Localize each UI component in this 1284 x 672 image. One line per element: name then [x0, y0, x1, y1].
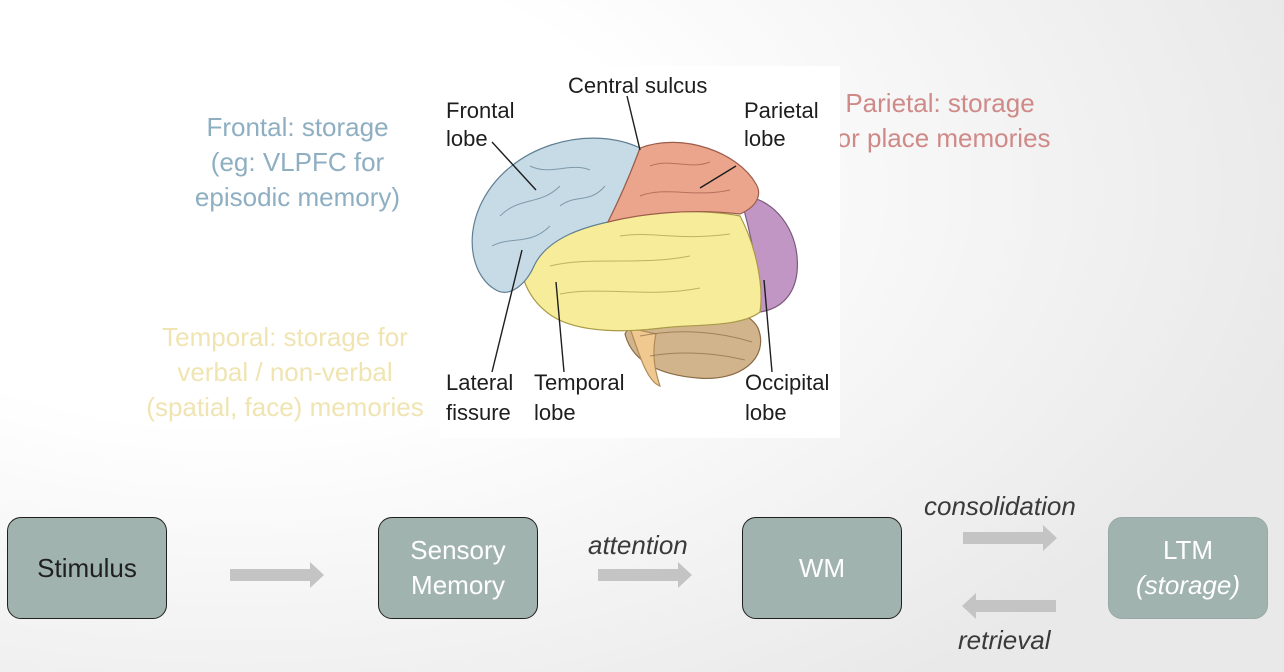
brain-diagram: Frontal lobe Central sulcus Parietal lob…: [440, 66, 840, 438]
parietal-note-line-1: Parietal: storage: [845, 88, 1035, 118]
sensory-label-2: Memory: [411, 570, 505, 600]
parietal-lobe-region: [606, 141, 760, 223]
parietal-lobe-label-1: Parietal: [744, 98, 819, 123]
sensory-label-1: Sensory: [410, 535, 506, 565]
occipital-lobe-label-2: lobe: [745, 400, 787, 425]
attention-arrow: [598, 562, 692, 588]
working-memory-box: WM: [742, 517, 902, 619]
frontal-note-line-1: Frontal: storage: [206, 112, 389, 142]
ltm-storage-label: (storage): [1135, 570, 1241, 600]
consolidation-arrow: [963, 525, 1057, 551]
stimulus-box: Stimulus: [7, 517, 167, 619]
temporal-note-line-2: verbal / non-verbal: [177, 357, 393, 387]
leader-lines: [491, 95, 773, 373]
lateral-fissure-label-2: fissure: [446, 400, 511, 425]
stimulus-label: Stimulus: [37, 552, 137, 583]
temporal-lobe-label-1: Temporal: [534, 370, 624, 395]
frontal-note-line-3: episodic memory): [194, 182, 401, 212]
frontal-lobe-label-2: lobe: [446, 126, 488, 151]
attention-label: attention: [588, 530, 688, 560]
ltm-label: LTM: [1162, 535, 1214, 565]
temporal-note-line-3: (spatial, face) memories: [146, 392, 424, 422]
stimulus-to-sensory-arrow: [230, 562, 324, 588]
retrieval-arrow: [962, 593, 1056, 619]
wm-label: WM: [798, 552, 846, 583]
lateral-fissure-label-1: Lateral: [446, 370, 513, 395]
brain-stem: [629, 327, 661, 387]
temporal-note-line-1: Temporal: storage for: [162, 322, 408, 352]
central-sulcus-label: Central sulcus: [568, 73, 707, 98]
cerebellum-folia: [639, 331, 753, 361]
frontal-gyri: [491, 165, 606, 247]
parietal-note-line-2: for place memories: [829, 123, 1051, 153]
parietal-gyri: [639, 161, 731, 197]
parietal-storage-note: Parietal: storage for place memories: [812, 86, 1068, 156]
sensory-memory-box: Sensory Memory: [378, 517, 538, 619]
frontal-note-line-2: (eg: VLPFC for: [210, 147, 385, 177]
frontal-storage-note: Frontal: storage (eg: VLPFC for episodic…: [160, 110, 435, 215]
long-term-memory-box: LTM (storage): [1108, 517, 1268, 619]
temporal-storage-note: Temporal: storage for verbal / non-verba…: [128, 320, 442, 425]
temporal-lobe-label-2: lobe: [534, 400, 576, 425]
occipital-lobe-label-1: Occipital: [745, 370, 829, 395]
consolidation-label: consolidation: [924, 491, 1076, 521]
retrieval-label: retrieval: [958, 625, 1051, 655]
parietal-lobe-label-2: lobe: [744, 126, 786, 151]
temporal-gyri: [549, 233, 731, 295]
frontal-lobe-label-1: Frontal: [446, 98, 514, 123]
